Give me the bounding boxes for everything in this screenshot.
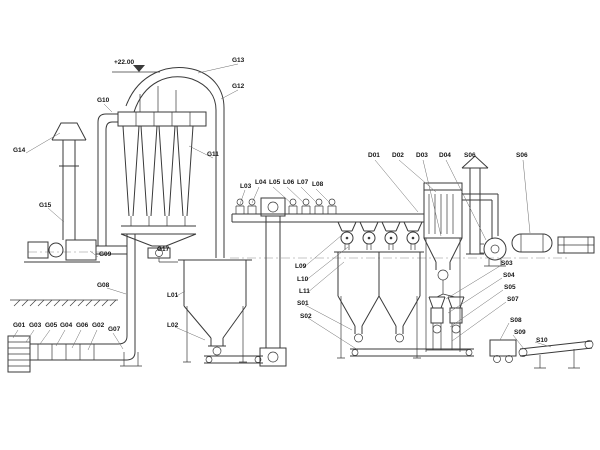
equipment-label-S10: S10 xyxy=(536,337,548,344)
equipment-label-S01: S01 xyxy=(297,300,309,307)
equipment-label-L11: L11 xyxy=(299,288,310,295)
equipment-label-D01: D01 xyxy=(368,152,380,159)
middle-hoppers xyxy=(334,252,474,358)
feed-manifold xyxy=(232,199,424,222)
leader-lines xyxy=(13,64,551,350)
equipment-label-G12: G12 xyxy=(232,83,245,90)
equipment-label-D03: D03 xyxy=(416,152,428,159)
equipment-label-G02: G02 xyxy=(92,322,105,329)
rotary-feeders xyxy=(338,222,422,250)
equipment-label-S03: S03 xyxy=(501,260,513,267)
equipment-label-elev: +22.00 xyxy=(114,59,135,66)
equipment-label-G08: G08 xyxy=(97,282,110,289)
equipment-label-L10: L10 xyxy=(297,276,309,283)
equipment-label-S08: S08 xyxy=(510,317,522,324)
silencer-unit xyxy=(512,234,552,252)
blower-assembly xyxy=(24,114,127,262)
equipment-label-S06b: S06 xyxy=(516,152,528,159)
packing-machines xyxy=(426,297,468,350)
equipment-label-G11: G11 xyxy=(207,151,219,158)
equipment-label-L02: L02 xyxy=(167,322,179,329)
equipment-label-G09: G09 xyxy=(99,251,112,258)
equipment-label-L03: L03 xyxy=(240,183,252,190)
equipment-label-S04: S04 xyxy=(503,272,515,279)
baghouse-filter xyxy=(424,183,462,352)
furnace-duct xyxy=(8,336,108,372)
equipment-label-L05: L05 xyxy=(269,179,281,186)
elevation-marker-icon xyxy=(133,65,145,72)
equipment-label-G01: G01 xyxy=(13,322,26,329)
discharge-conveyors xyxy=(490,340,593,368)
equipment-label-L01: L01 xyxy=(167,292,179,299)
bucket-elevator xyxy=(260,198,286,366)
equipment-label-G07: G07 xyxy=(108,326,121,333)
equipment-label-S09: S09 xyxy=(514,329,526,336)
equipment-label-G17: G17 xyxy=(157,246,170,253)
equipment-label-G05: G05 xyxy=(45,322,58,329)
datum-lines xyxy=(10,65,568,306)
gooseneck-duct xyxy=(126,68,224,258)
equipment-label-G10: G10 xyxy=(97,97,110,104)
equipment-label-G13: G13 xyxy=(232,57,245,64)
equipment-label-L04: L04 xyxy=(255,179,267,186)
equipment-label-G14: G14 xyxy=(13,147,26,154)
exhaust-stack-left xyxy=(52,123,86,240)
equipment-label-G06: G06 xyxy=(76,322,89,329)
equipment-label-L07: L07 xyxy=(297,179,309,186)
equipment-label-S02: S02 xyxy=(300,313,312,320)
equipment-label-S06: S06 xyxy=(464,152,476,159)
right-equipment-box xyxy=(558,237,594,253)
equipment-label-L06: L06 xyxy=(283,179,295,186)
equipment-label-D04: D04 xyxy=(439,152,451,159)
equipment-label-G15: G15 xyxy=(39,202,52,209)
equipment-label-S05: S05 xyxy=(504,284,516,291)
equipment-label-L09: L09 xyxy=(295,263,307,270)
equipment-label-S07: S07 xyxy=(507,296,519,303)
drying-column xyxy=(108,234,142,366)
exhaust-fan-stack xyxy=(462,156,506,266)
storage-hopper-left xyxy=(178,260,263,363)
equipment-label-L08: L08 xyxy=(312,181,324,188)
equipment-label-G03: G03 xyxy=(29,322,42,329)
cyclone-battery xyxy=(118,86,206,262)
equipment-label-G04: G04 xyxy=(60,322,73,329)
rotary-valve-cyclone xyxy=(148,248,178,262)
equipment-label-D02: D02 xyxy=(392,152,404,159)
